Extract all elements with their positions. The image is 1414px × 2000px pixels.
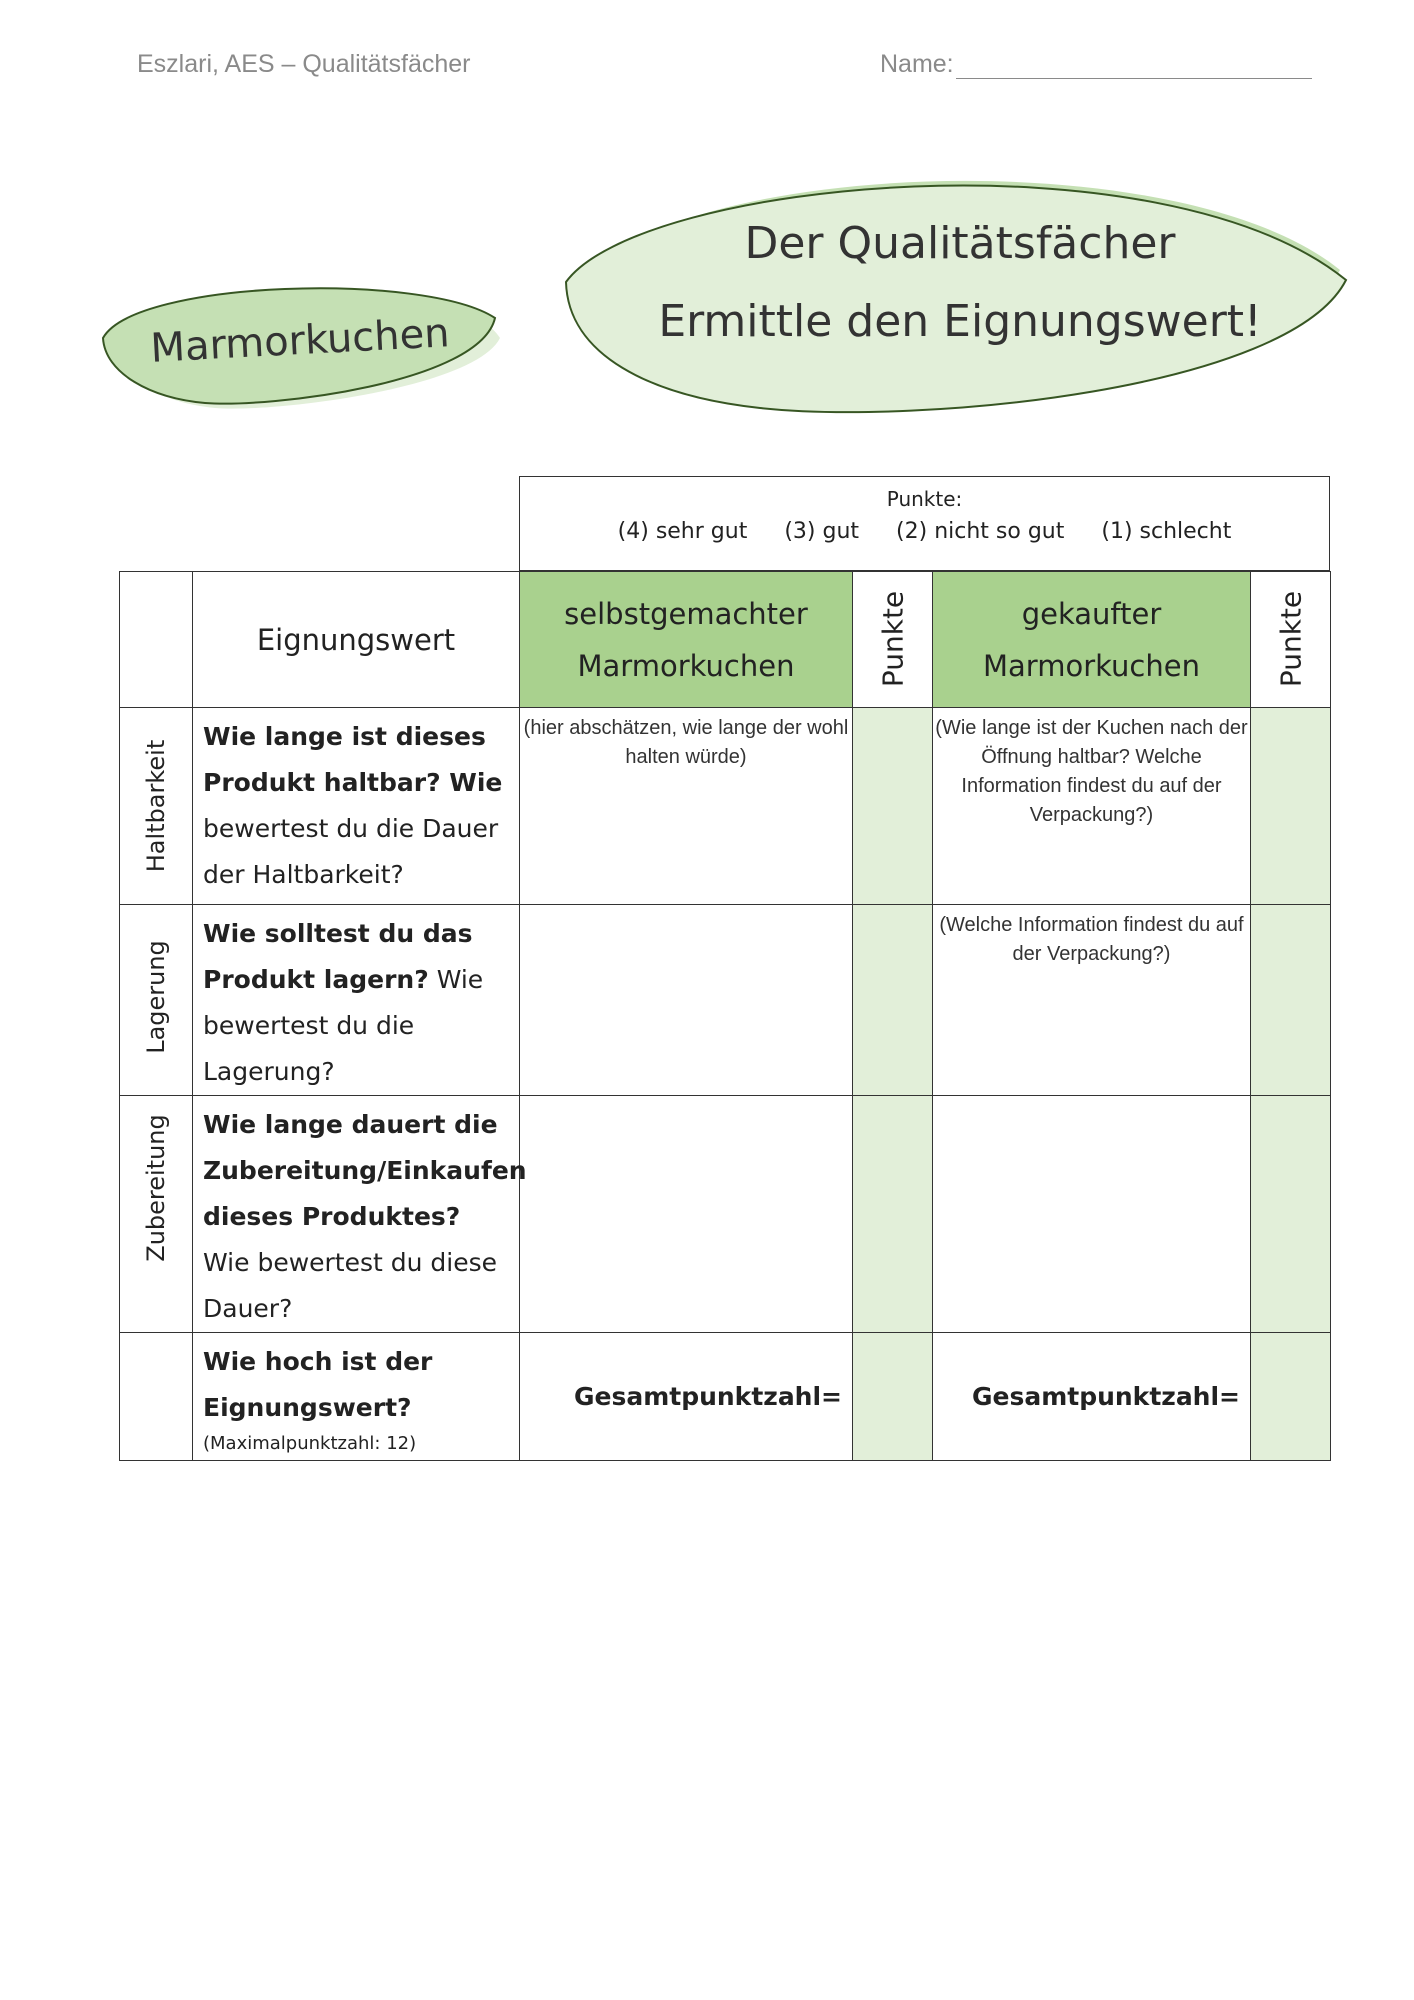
row-label-cell: Lagerung <box>119 904 193 1096</box>
points-homemade[interactable] <box>852 904 933 1096</box>
scale-item-3: (3) gut <box>784 519 860 544</box>
header-points-bought: Punkte <box>1250 571 1331 708</box>
header-homemade: selbstgemachter Marmorkuchen <box>519 571 853 708</box>
header-points-homemade: Punkte <box>852 571 933 708</box>
row-label-cell-empty <box>119 1332 193 1461</box>
name-label: Name: <box>880 50 954 78</box>
answer-homemade[interactable] <box>519 904 853 1096</box>
points-bought[interactable] <box>1250 1095 1331 1333</box>
header-homemade-line2: Marmorkuchen <box>577 648 795 683</box>
row-label-cell: Zubereitung <box>119 1095 193 1333</box>
scale-item-4: (4) sehr gut <box>617 519 748 544</box>
answer-homemade[interactable]: (hier abschätzen, wie lange der wohl hal… <box>519 707 853 905</box>
title-banner: Der Qualitätsfächer Ermittle den Eignung… <box>560 150 1360 420</box>
table-row-lagerung: Lagerung Wie solltest du das Produkt lag… <box>119 904 1331 1096</box>
total-label-homemade: Gesamtpunktzahl= <box>519 1332 853 1461</box>
points-bought[interactable] <box>1250 904 1331 1096</box>
answer-bought[interactable] <box>932 1095 1251 1333</box>
points-label: Punkte <box>1274 590 1307 688</box>
points-homemade[interactable] <box>852 707 933 905</box>
row-label: Zubereitung <box>142 1113 170 1262</box>
row-label: Lagerung <box>142 939 170 1054</box>
points-scale: Punkte: (4) sehr gut (3) gut (2) nicht s… <box>519 476 1330 571</box>
title-badge: Marmorkuchen <box>95 268 505 418</box>
answer-bought[interactable]: (Welche Information findest du auf der V… <box>932 904 1251 1096</box>
header-empty-cell <box>119 571 193 708</box>
question-bold: Wie solltest du das Produkt lagern? <box>203 919 473 994</box>
name-blank-line[interactable] <box>955 54 1312 79</box>
points-homemade[interactable] <box>852 1095 933 1333</box>
scale-item-2: (2) nicht so gut <box>896 519 1065 544</box>
total-hint: (Maximalpunktzahl: 12) <box>203 1433 417 1454</box>
table-row-total: Wie hoch ist der Eignungswert? (Maximalp… <box>119 1332 1331 1461</box>
header-criterion: Eignungswert <box>192 571 520 708</box>
total-label-bought: Gesamtpunktzahl= <box>932 1332 1251 1461</box>
points-scale-title: Punkte: <box>886 487 963 511</box>
question-rest: Wie bewertest du diese Dauer? <box>203 1248 498 1323</box>
header-name-field[interactable]: Name: <box>880 50 1312 79</box>
row-question: Wie solltest du das Produkt lagern? Wie … <box>192 904 520 1096</box>
total-question-text: Wie hoch ist der Eignungswert? <box>203 1347 433 1422</box>
answer-bought[interactable]: (Wie lange ist der Kuchen nach der Öffnu… <box>932 707 1251 905</box>
question-bold: Wie lange dauert die Zubereitung/Einkauf… <box>203 1110 527 1231</box>
row-label-cell: Haltbarkeit <box>119 707 193 905</box>
points-scale-items: (4) sehr gut (3) gut (2) nicht so gut (1… <box>520 519 1329 544</box>
table-row-haltbarkeit: Haltbarkeit Wie lange ist dieses Produkt… <box>119 707 1331 905</box>
points-label: Punkte <box>876 590 909 688</box>
badge-leaf-shape <box>101 287 500 409</box>
table-row-zubereitung: Zubereitung Wie lange dauert die Zuberei… <box>119 1095 1331 1333</box>
table-header-row: Eignungswert selbstgemachter Marmorkuche… <box>119 571 1331 708</box>
scale-item-1: (1) schlecht <box>1101 519 1232 544</box>
question-bold: Wie lange ist dieses Produkt haltbar? Wi… <box>203 722 503 797</box>
banner-title-line1: Der Qualitätsfächer <box>744 218 1176 269</box>
total-points-homemade[interactable] <box>852 1332 933 1461</box>
header-left-text: Eszlari, AES – Qualitätsfächer <box>137 50 471 78</box>
header-bought: gekaufter Marmorkuchen <box>932 571 1251 708</box>
evaluation-table: Eignungswert selbstgemachter Marmorkuche… <box>119 571 1331 1461</box>
question-rest: Wie bewertest du die Lagerung? <box>203 965 484 1086</box>
total-points-bought[interactable] <box>1250 1332 1331 1461</box>
row-question: Wie lange ist dieses Produkt haltbar? Wi… <box>192 707 520 905</box>
row-label: Haltbarkeit <box>142 739 170 872</box>
header-bought-line2: Marmorkuchen <box>983 648 1200 683</box>
row-question: Wie lange dauert die Zubereitung/Einkauf… <box>192 1095 527 1333</box>
banner-leaf-shape <box>564 180 1348 414</box>
total-question: Wie hoch ist der Eignungswert? (Maximalp… <box>192 1332 520 1461</box>
header-homemade-line1: selbstgemachter <box>564 596 808 631</box>
header-bought-line1: gekaufter <box>1021 596 1162 631</box>
points-bought[interactable] <box>1250 707 1331 905</box>
question-rest: bewertest du die Dauer der Haltbarkeit? <box>203 814 499 889</box>
answer-homemade[interactable] <box>519 1095 853 1333</box>
banner-title-line2: Ermittle den Eignungswert! <box>658 296 1262 347</box>
